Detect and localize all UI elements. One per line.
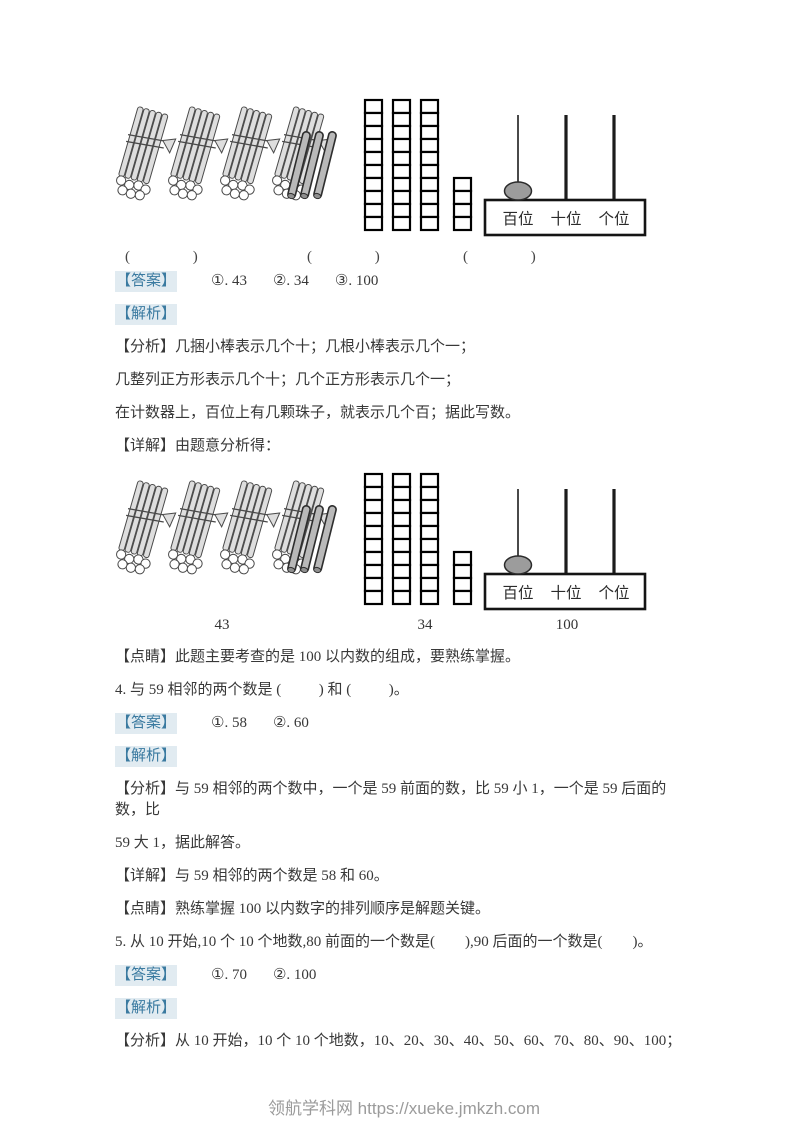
stick-bundle bbox=[220, 106, 281, 201]
site-watermark: 领航学科网 https://xueke.jmkzh.com bbox=[267, 1099, 541, 1118]
stick-bundle bbox=[116, 480, 177, 575]
counting-figure-svg: 百位十位个位 bbox=[116, 472, 647, 611]
single-stick bbox=[313, 131, 337, 200]
svg-text:十位: 十位 bbox=[550, 210, 581, 228]
abacus: 百位十位个位 bbox=[483, 115, 647, 237]
answer-blank-sticks: ( ) bbox=[125, 249, 199, 265]
q4-question-line: 4. 与 59 相邻的两个数是 ( ) 和 ( )。 bbox=[115, 682, 409, 698]
q3-answer-1: ①. 43 bbox=[211, 273, 247, 289]
q4-answer-1: ①. 58 bbox=[211, 715, 247, 731]
answer-tag: 【答案】 bbox=[115, 713, 178, 734]
q5-answer-2: ②. 100 bbox=[272, 967, 317, 983]
abacus-answer-label: 100 bbox=[555, 617, 579, 633]
svg-text:百位: 百位 bbox=[502, 210, 533, 228]
abacus-bead bbox=[503, 181, 533, 201]
q3-answer-2: ②. 34 bbox=[272, 273, 309, 289]
jiexi-tag: 【解析】 bbox=[115, 998, 178, 1019]
q3-analysis-2: 几整列正方形表示几个十；几个正方形表示几个一； bbox=[115, 372, 461, 388]
abacus: 百位十位个位 bbox=[483, 489, 647, 611]
stick-bundle bbox=[220, 480, 281, 575]
answer-blank-abacus: ( ) bbox=[463, 249, 537, 265]
answer-blank-row: ( ) ( ) ( ) bbox=[115, 249, 693, 271]
answer-tag: 【答案】 bbox=[115, 965, 178, 986]
q4-summary-line: 【点睛】熟练掌握 100 以内数字的排列顺序是解题关键。 bbox=[115, 901, 491, 917]
q5-jiexi-line: 【解析】 bbox=[115, 998, 693, 1019]
sticks-answer-label: 43 bbox=[214, 617, 230, 633]
counting-figure-question: 百位十位个位 bbox=[115, 95, 693, 243]
q3-jiexi-line: 【解析】 bbox=[115, 304, 693, 325]
q3-detail-line: 【详解】由题意分析得： bbox=[115, 438, 281, 454]
stick-bundle bbox=[116, 106, 177, 201]
q4-analysis-1: 【分析】与 59 相邻的两个数中，一个是 59 前面的数，比 59 小 1，一个… bbox=[115, 781, 667, 818]
q3-answer-3: ③. 100 bbox=[334, 273, 379, 289]
svg-text:个位: 个位 bbox=[598, 210, 629, 228]
counting-figure-answer: 百位十位个位 bbox=[115, 469, 693, 617]
svg-text:个位: 个位 bbox=[598, 584, 629, 602]
answer-tag: 【答案】 bbox=[115, 271, 178, 292]
q4-detail-line: 【详解】与 59 相邻的两个数是 58 和 60。 bbox=[115, 868, 389, 884]
q3-answer-line: 【答案】 ①. 43 ②. 34 ③. 100 bbox=[115, 271, 693, 292]
q4-analysis-2: 59 大 1，据此解答。 bbox=[115, 835, 251, 851]
svg-text:十位: 十位 bbox=[550, 584, 581, 602]
q3-summary-line: 【点睛】此题主要考查的是 100 以内数的组成，要熟练掌握。 bbox=[115, 649, 521, 665]
abacus-bead bbox=[503, 555, 533, 575]
answer-blank-squares: ( ) bbox=[307, 249, 381, 265]
q3-analysis-1: 【分析】几捆小棒表示几个十；几根小棒表示几个一； bbox=[115, 339, 476, 355]
svg-text:百位: 百位 bbox=[502, 584, 533, 602]
q5-analysis-1: 【分析】从 10 开始，10 个 10 个地数，10、20、30、40、50、6… bbox=[115, 1033, 682, 1049]
jiexi-tag: 【解析】 bbox=[115, 746, 178, 767]
q5-answer-line: 【答案】 ①. 70 ②. 100 bbox=[115, 965, 693, 986]
jiexi-tag: 【解析】 bbox=[115, 304, 178, 325]
q5-question-line: 5. 从 10 开始,10 个 10 个地数,80 前面的一个数是( ),90 … bbox=[115, 934, 653, 950]
single-stick bbox=[313, 505, 337, 574]
squares-answer-label: 34 bbox=[417, 617, 433, 633]
stick-bundle bbox=[168, 480, 229, 575]
single-stick bbox=[300, 505, 324, 574]
q4-jiexi-line: 【解析】 bbox=[115, 746, 693, 767]
single-stick bbox=[287, 505, 311, 574]
figure-answer-labels: 43 34 100 bbox=[115, 617, 693, 637]
single-stick bbox=[300, 131, 324, 200]
q5-answer-1: ①. 70 bbox=[211, 967, 247, 983]
q3-analysis-3: 在计数器上，百位上有几颗珠子，就表示几个百；据此写数。 bbox=[115, 405, 521, 421]
counting-figure-svg: 百位十位个位 bbox=[116, 98, 647, 237]
single-stick bbox=[287, 131, 311, 200]
q4-answer-2: ②. 60 bbox=[272, 715, 309, 731]
stick-bundle bbox=[168, 106, 229, 201]
q4-answer-line: 【答案】 ①. 58 ②. 60 bbox=[115, 713, 693, 734]
